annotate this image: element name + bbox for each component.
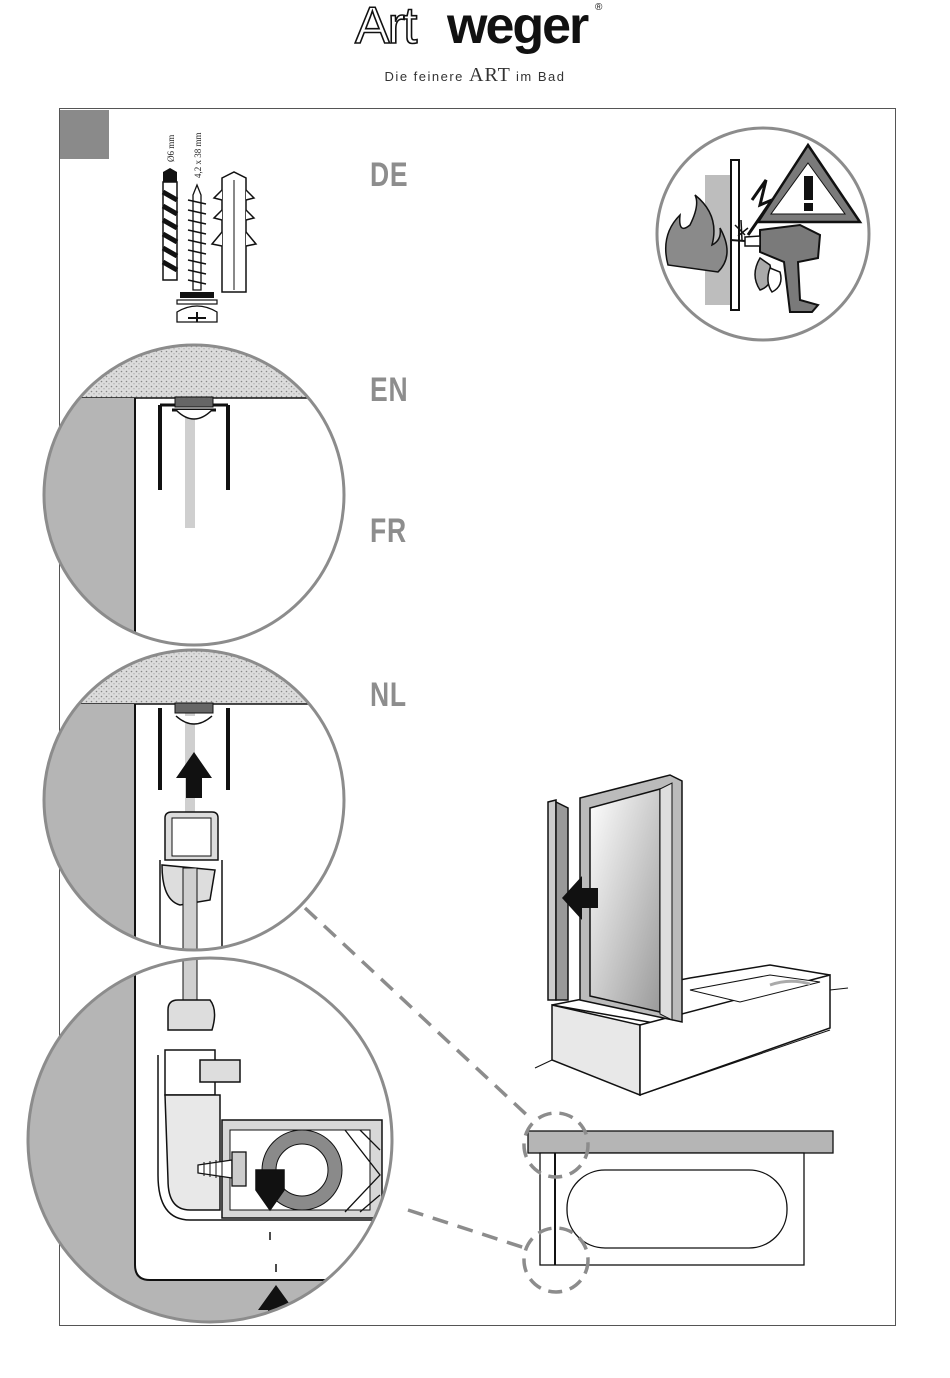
lang-heading-de: DE [370, 156, 408, 195]
screw-size-label: 4,2 x 38 mm [193, 132, 203, 178]
bath-screen-overview [535, 775, 848, 1095]
drill-size-label: Ø6 mm [166, 135, 176, 162]
bath-front-view [524, 1113, 833, 1292]
screw-icon [177, 185, 217, 322]
lang-heading-nl: NL [370, 676, 407, 715]
detail-circle-bath-connection [20, 950, 400, 1378]
lang-heading-en: EN [370, 371, 408, 410]
warning-hidden-cables-illustration [657, 128, 869, 340]
drill-bit-icon [163, 168, 177, 280]
wall-plug-icon [212, 172, 256, 292]
detail-circle-wall-profile [30, 330, 360, 660]
lang-heading-fr: FR [370, 512, 407, 551]
hardware-parts [163, 168, 256, 322]
